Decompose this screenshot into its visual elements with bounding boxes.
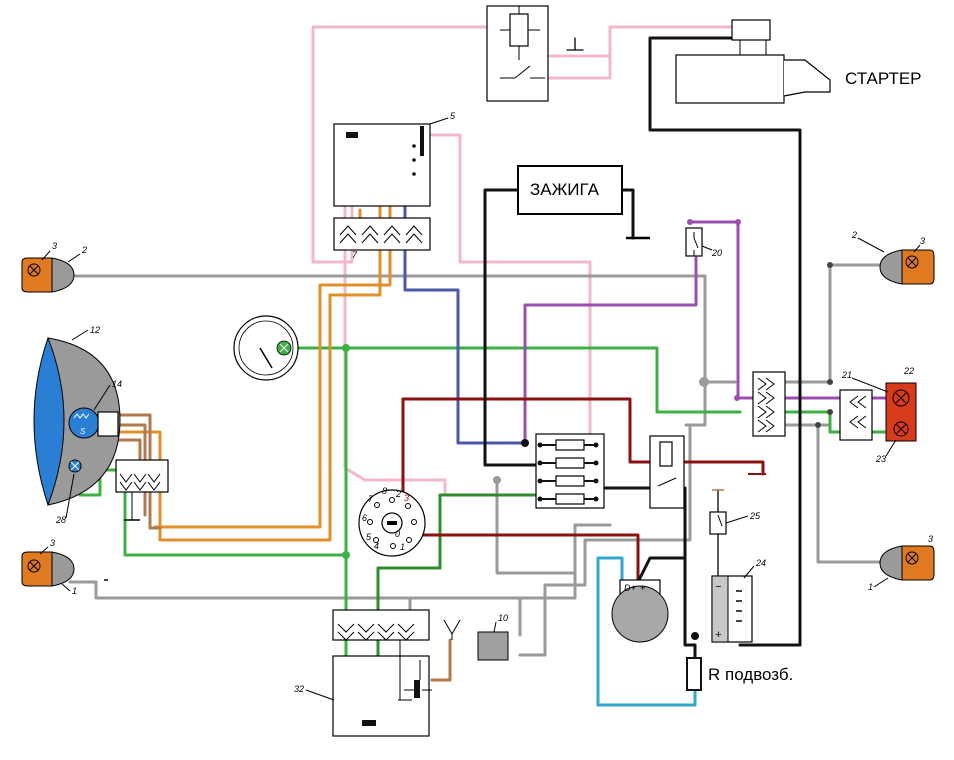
battery-24: − + 24 xyxy=(711,558,766,643)
turn-signal-right-top: 3 2 xyxy=(851,230,935,285)
part-number-20: 20 xyxy=(711,248,722,258)
thin-lines xyxy=(566,37,719,576)
relay-unit-5: 5 7 xyxy=(333,111,456,260)
speedometer-gauge xyxy=(233,315,299,381)
relay-mid xyxy=(649,435,766,509)
part-number-7: 7 xyxy=(352,250,358,260)
part-number-21: 21 xyxy=(841,370,852,380)
switch-position-0: 0 xyxy=(395,529,400,539)
battery-minus-terminal: − xyxy=(715,581,722,593)
part-number-23: 23 xyxy=(875,454,886,464)
switch-position-1: 1 xyxy=(400,542,405,552)
switch-position-2: 2 xyxy=(395,489,401,499)
headlamp-connector xyxy=(115,459,169,521)
generator-dplus-terminal: D+ xyxy=(624,583,636,593)
headlamp-12: S 12 14 28 xyxy=(33,325,122,525)
ignition-box: ЗАЖИГА xyxy=(517,165,650,240)
resistor-label: R подвозб. xyxy=(708,665,793,684)
switch-position-8: 8 xyxy=(382,486,387,496)
junction-dot xyxy=(699,377,709,387)
part-number-2: 2 xyxy=(851,230,857,240)
generator: D+ + xyxy=(611,579,669,643)
starter-label: СТАРТЕР xyxy=(845,69,922,88)
junction-dot xyxy=(734,395,740,401)
resistor: R подвозб. xyxy=(686,657,793,691)
switch-25: 25 xyxy=(709,489,761,535)
part-number-14: 14 xyxy=(112,379,122,389)
rear-connector-left xyxy=(752,371,786,437)
part-number-5: 5 xyxy=(450,111,456,121)
starter-motor: СТАРТЕР xyxy=(675,19,922,104)
battery-plus-terminal: + xyxy=(715,629,722,641)
purple-wires xyxy=(523,220,892,445)
switch-position-6: 6 xyxy=(362,513,367,523)
switch-position-4: 4 xyxy=(374,541,379,551)
switch-position-3: 3 xyxy=(404,493,409,503)
junction-dot xyxy=(342,551,350,559)
junction-dot xyxy=(827,409,833,415)
ignition-label: ЗАЖИГА xyxy=(530,180,600,199)
junction-dot xyxy=(827,379,833,385)
part-number-32: 32 xyxy=(294,684,304,694)
switch-position-7: 7 xyxy=(368,494,374,504)
turn-signal-left-top: 3 2 xyxy=(21,241,87,293)
starter-relay xyxy=(486,5,549,102)
gray-wires xyxy=(68,263,882,657)
rear-connector-right xyxy=(839,389,873,441)
part-number-2: 2 xyxy=(81,245,87,255)
ignition-switch: 8 2 3 7 6 5 4 1 0 xyxy=(358,486,426,557)
fuse-block xyxy=(535,433,605,509)
regulator-10: 10 xyxy=(477,613,509,661)
junction-dot xyxy=(521,439,529,447)
part-number-1: 1 xyxy=(72,586,77,596)
darkred-wires xyxy=(401,397,765,584)
part-number-28: 28 xyxy=(55,515,66,525)
switch-20: 20 xyxy=(685,227,722,258)
junction-dot xyxy=(687,219,693,225)
turn-signal-right-bottom: 3 1 xyxy=(868,534,935,592)
junction-dots xyxy=(342,219,833,640)
junction-dot xyxy=(827,262,833,268)
part-number-24: 24 xyxy=(755,558,766,568)
rear-lamp-22: 22 21 23 xyxy=(841,366,917,464)
junction-dot xyxy=(691,632,699,640)
control-unit-32: 32 xyxy=(294,609,461,737)
generator-plus-terminal: + xyxy=(640,583,645,593)
part-number-3: 3 xyxy=(928,534,933,544)
junction-dot xyxy=(342,344,350,352)
switch-position-5: 5 xyxy=(366,532,372,542)
part-number-3: 3 xyxy=(50,538,55,548)
part-number-3: 3 xyxy=(52,241,57,251)
junction-dot xyxy=(815,422,821,428)
part-number-12: 12 xyxy=(90,325,100,335)
headlamp-s-terminal: S xyxy=(80,427,86,436)
turn-signal-left-bottom: 3 1 xyxy=(21,538,77,596)
part-number-25: 25 xyxy=(749,511,761,521)
part-number-10: 10 xyxy=(498,613,508,623)
lightblue-wires xyxy=(596,556,697,707)
junction-dot xyxy=(493,476,501,484)
junction-dot xyxy=(735,219,741,225)
part-number-3: 3 xyxy=(920,236,925,246)
part-number-22: 22 xyxy=(903,366,914,376)
part-number-1: 1 xyxy=(868,582,873,592)
